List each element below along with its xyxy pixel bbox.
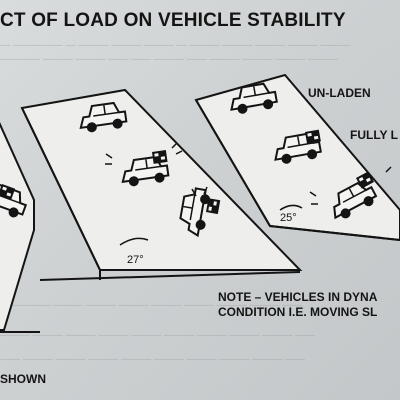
angle-left: 27° bbox=[127, 254, 144, 266]
background-text-line: ———— ——— ——— —— —— ——— —— ——— ——— ——— ——… bbox=[0, 54, 338, 65]
background-text-line: — ————— — ——— ——— ——— — ——— ——— ——— ——— … bbox=[0, 40, 351, 51]
note-block: NOTE – VEHICLES IN DYNA CONDITION I.E. M… bbox=[218, 290, 377, 320]
footer-fragment: SHOWN bbox=[0, 372, 46, 386]
left-ramp bbox=[0, 122, 40, 333]
page-title: CT OF LOAD ON VEHICLE STABILITY bbox=[0, 10, 346, 31]
background-text-line: ——— ——— ——— ——— ——— ——— ——— ——— ——— —— bbox=[0, 330, 316, 341]
background-text-line: ————— ——— ——— ——— ——— ——— ——— ——— —— bbox=[0, 300, 303, 311]
note-line-2: CONDITION I.E. MOVING SL bbox=[218, 305, 378, 319]
middle-car-overturned bbox=[177, 185, 221, 238]
label-fully-laden: FULLY L bbox=[350, 128, 399, 142]
note-line-1: NOTE – VEHICLES IN DYNA bbox=[218, 290, 378, 304]
angle-right: 25° bbox=[280, 212, 297, 224]
right-car-tipping bbox=[309, 166, 392, 224]
middle-car-laden bbox=[105, 142, 183, 189]
background-text-line: —— ——— ——— ——— ——— ——— ——— ——— ——— —— bbox=[0, 354, 306, 365]
label-unladen: UN-LADEN bbox=[308, 86, 371, 100]
